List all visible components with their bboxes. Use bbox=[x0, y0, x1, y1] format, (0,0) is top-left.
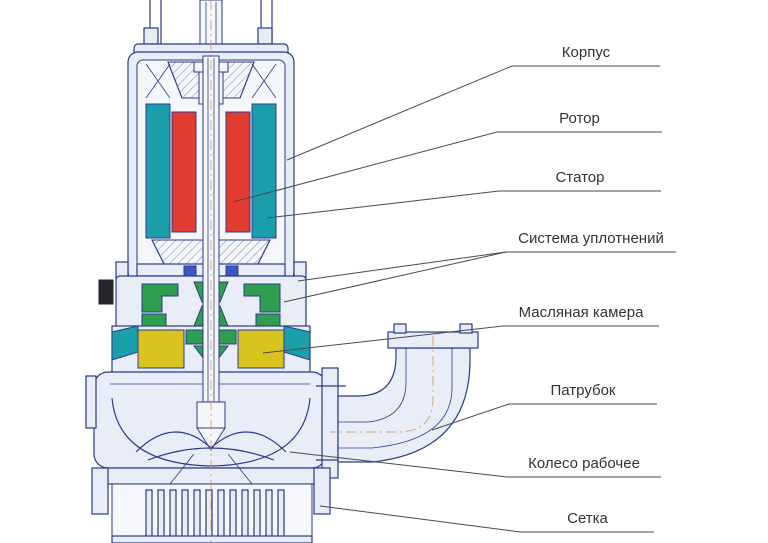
leader-lines bbox=[232, 65, 676, 533]
pipe-centerline bbox=[330, 336, 434, 433]
leader-impeller bbox=[289, 451, 661, 478]
label-rotor: Ротор bbox=[559, 110, 600, 127]
stator-core bbox=[145, 103, 277, 239]
label-seals: Система уплотнений bbox=[518, 230, 664, 247]
side-block-icon bbox=[98, 279, 114, 305]
leader-korpus bbox=[286, 65, 660, 161]
leader-stator bbox=[266, 190, 661, 219]
label-pipe: Патрубок bbox=[550, 382, 616, 399]
strainer bbox=[91, 467, 331, 543]
rotor-windings bbox=[171, 111, 251, 233]
label-mesh: Сетка bbox=[567, 510, 608, 527]
discharge-pipe bbox=[316, 323, 479, 479]
leader-pipe bbox=[431, 403, 657, 431]
leader-rotor bbox=[232, 131, 662, 203]
leader-oil bbox=[262, 325, 659, 354]
leader-seals-2 bbox=[283, 251, 507, 303]
label-impeller: Колесо рабочее bbox=[528, 455, 640, 472]
leader-mesh bbox=[319, 505, 654, 533]
label-stator: Статор bbox=[555, 169, 605, 186]
label-korpus: Корпус bbox=[561, 44, 611, 61]
label-oil-chamber: Масляная камера bbox=[518, 304, 644, 321]
